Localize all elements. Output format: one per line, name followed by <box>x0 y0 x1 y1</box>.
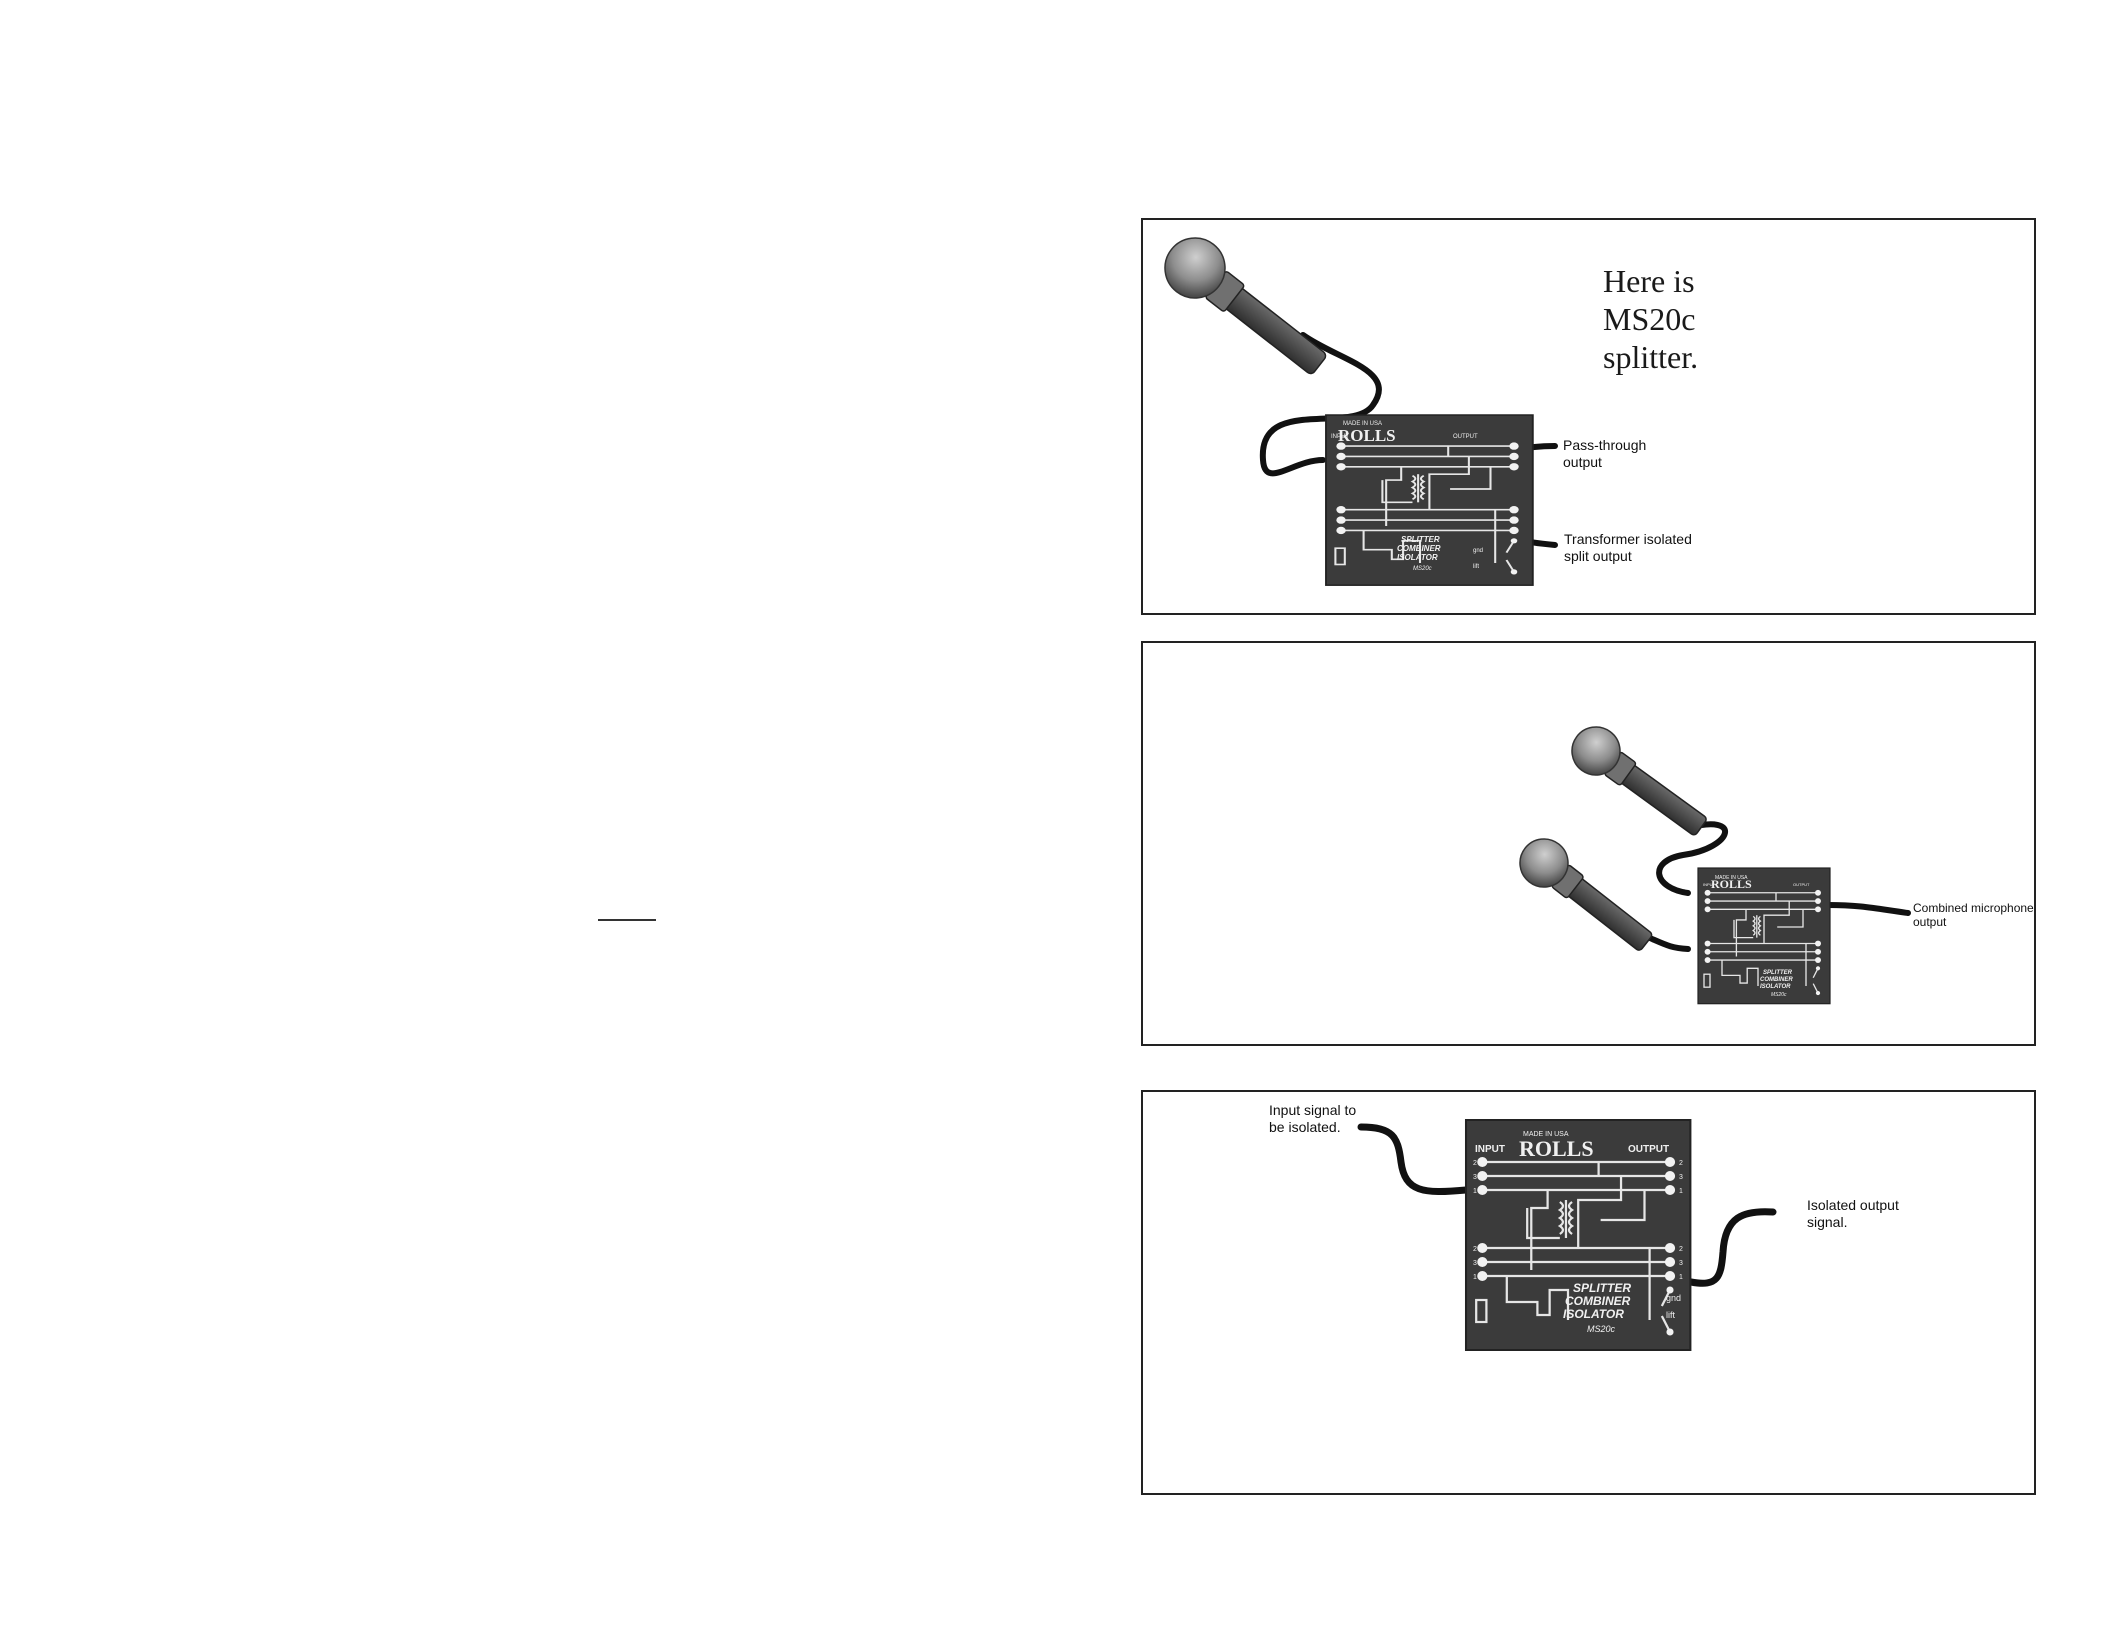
device-made-in: MADE IN USA <box>1715 875 1748 881</box>
label-isolated-line1: Isolated output <box>1807 1197 1899 1213</box>
device-output-label: OUTPUT <box>1453 434 1478 440</box>
label-transformer-line1: Transformer isolated <box>1564 531 1692 547</box>
label-combined-line1: Combined microphone <box>1913 901 2034 915</box>
label-combined: Combined microphone output <box>1913 901 2034 929</box>
microphone-icon <box>1519 838 1653 951</box>
device-model: MS20c <box>1587 1324 1616 1334</box>
device-lift: lift <box>1666 1310 1675 1320</box>
label-input-line2: be isolated. <box>1269 1119 1341 1135</box>
label-isolated-line2: signal. <box>1807 1214 1848 1230</box>
out-pin-bot-2: 2 <box>1679 1246 1683 1253</box>
panel2-drawing: MADE IN USA ROLLS INPUT OUTPUT SPLITTER … <box>1519 726 1911 1005</box>
panel1-drawing: MADE IN USA ROLLS INPUT OUTPUT SPLITTER … <box>1164 237 1558 587</box>
out-pin-top-2: 2 <box>1679 1160 1683 1167</box>
device-fn-combiner: COMBINER <box>1565 1294 1631 1308</box>
label-passthrough-line2: output <box>1563 454 1602 470</box>
caption-line-2: MS20c <box>1603 301 1696 337</box>
out-pin-bot-1: 1 <box>1679 1274 1683 1281</box>
in-pin-top-3: 3 <box>1473 1174 1477 1181</box>
device-fn-combiner: COMBINER <box>1397 544 1441 553</box>
device-model: MS20c <box>1771 992 1787 998</box>
device-fn-isolator: ISOLATOR <box>1563 1307 1624 1321</box>
device-brand: ROLLS <box>1711 877 1752 891</box>
label-transformer: Transformer isolated split output <box>1564 531 1692 565</box>
device-input-label: INPUT <box>1475 1144 1505 1155</box>
label-isolated-output: Isolated output signal. <box>1807 1197 1899 1231</box>
device-fn-splitter: SPLITTER <box>1763 970 1793 976</box>
caption-line-3: splitter. <box>1603 339 1699 375</box>
device-made-in: MADE IN USA <box>1343 421 1382 427</box>
label-passthrough: Pass-through output <box>1563 437 1646 471</box>
device-fn-splitter: SPLITTER <box>1573 1281 1631 1295</box>
device-model: MS20c <box>1413 566 1432 572</box>
panel1-caption: Here is MS20c splitter. <box>1603 262 1698 376</box>
device-fn-splitter: SPLITTER <box>1401 535 1440 544</box>
device-input-label: INPUT <box>1703 882 1716 887</box>
device-output-label: OUTPUT <box>1628 1144 1669 1155</box>
panel3-drawing: MADE IN USA ROLLS INPUT OUTPUT 2 3 1 2 3… <box>1357 1118 1777 1352</box>
in-pin-bot-3: 3 <box>1473 1260 1477 1267</box>
panel-isolator: MADE IN USA ROLLS INPUT OUTPUT 2 3 1 2 3… <box>1141 1090 2036 1495</box>
in-pin-top-2: 2 <box>1473 1160 1477 1167</box>
device-fn-isolator: ISOLATOR <box>1760 984 1791 990</box>
caption-line-1: Here is <box>1603 263 1695 299</box>
microphone-icon <box>1571 726 1707 836</box>
out-pin-bot-3: 3 <box>1679 1260 1683 1267</box>
device-fn-isolator: ISOLATOR <box>1397 553 1438 562</box>
in-pin-bot-1: 1 <box>1473 1274 1477 1281</box>
in-pin-top-1: 1 <box>1473 1188 1477 1195</box>
label-combined-line2: output <box>1913 915 1947 929</box>
device-fn-combiner: COMBINER <box>1760 977 1793 983</box>
device-lift: lift <box>1473 564 1479 570</box>
label-input-line1: Input signal to <box>1269 1102 1357 1118</box>
divider-rule <box>598 919 656 921</box>
in-pin-bot-2: 2 <box>1473 1246 1477 1253</box>
xlr-cable-icon <box>1357 1123 1470 1196</box>
device-gnd: gnd <box>1473 548 1483 554</box>
device-input-label: INPUT <box>1331 434 1349 440</box>
device-output-label: OUTPUT <box>1793 882 1810 887</box>
device-brand: ROLLS <box>1519 1136 1594 1161</box>
device-made-in: MADE IN USA <box>1523 1131 1569 1138</box>
label-input-signal: Input signal to be isolated. <box>1269 1102 1356 1136</box>
xlr-cable-icon <box>1656 821 1728 896</box>
label-passthrough-line1: Pass-through <box>1563 437 1647 453</box>
out-pin-top-3: 3 <box>1679 1174 1683 1181</box>
panel-splitter: MADE IN USA ROLLS INPUT OUTPUT SPLITTER … <box>1141 218 2036 615</box>
panel-combiner: MADE IN USA ROLLS INPUT OUTPUT SPLITTER … <box>1141 641 2036 1046</box>
out-pin-top-1: 1 <box>1679 1188 1683 1195</box>
microphone-icon <box>1164 237 1327 375</box>
device-gnd: gnd <box>1666 1293 1681 1303</box>
xlr-cable-icon <box>1259 332 1382 477</box>
label-transformer-line2: split output <box>1564 548 1632 564</box>
device-brand: ROLLS <box>1338 426 1396 445</box>
